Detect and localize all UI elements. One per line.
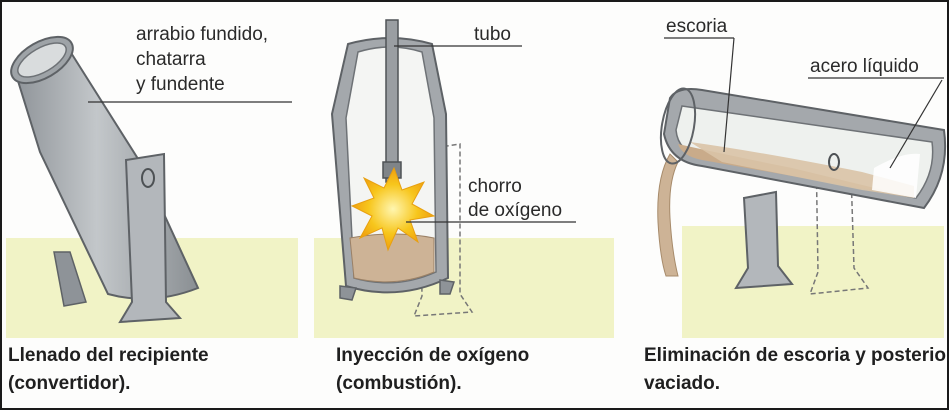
label-arrabio: arrabio fundido, bbox=[136, 24, 268, 45]
converter-oxygen bbox=[330, 19, 474, 317]
caption-panel-1: Llenado del recipiente (convertidor). bbox=[8, 342, 209, 398]
label-tubo: tubo bbox=[474, 24, 511, 45]
label-fundente: y fundente bbox=[136, 74, 225, 95]
converter-pouring bbox=[657, 87, 947, 295]
caption-panel-3-line-1: Eliminación de escoria y posterior bbox=[644, 345, 949, 366]
label-chatarra: chatarra bbox=[136, 49, 206, 70]
oxygen-flame bbox=[350, 166, 436, 252]
pointer-line-escoria-2 bbox=[723, 37, 735, 153]
caption-panel-2-line-2: (combustión). bbox=[336, 373, 462, 394]
pointer-line-acero-2 bbox=[889, 79, 943, 169]
caption-panel-1-line-1: Llenado del recipiente bbox=[8, 345, 209, 366]
label-escoria: escoria bbox=[666, 16, 728, 37]
converter-filling bbox=[10, 35, 200, 324]
caption-panel-1-line-2: (convertidor). bbox=[8, 373, 131, 394]
caption-panel-2: Inyección de oxígeno (combustión). bbox=[336, 342, 529, 398]
caption-panel-2-line-1: Inyección de oxígeno bbox=[336, 345, 530, 366]
caption-panel-3: Eliminación de escoria y posterior vacia… bbox=[644, 342, 949, 398]
label-oxigeno: de oxígeno bbox=[468, 200, 562, 221]
ground-band-3 bbox=[682, 226, 944, 338]
caption-panel-3-line-2: vaciado. bbox=[644, 373, 721, 394]
label-chorro: chorro bbox=[468, 176, 522, 197]
label-acero-liquido: acero líquido bbox=[810, 56, 919, 77]
